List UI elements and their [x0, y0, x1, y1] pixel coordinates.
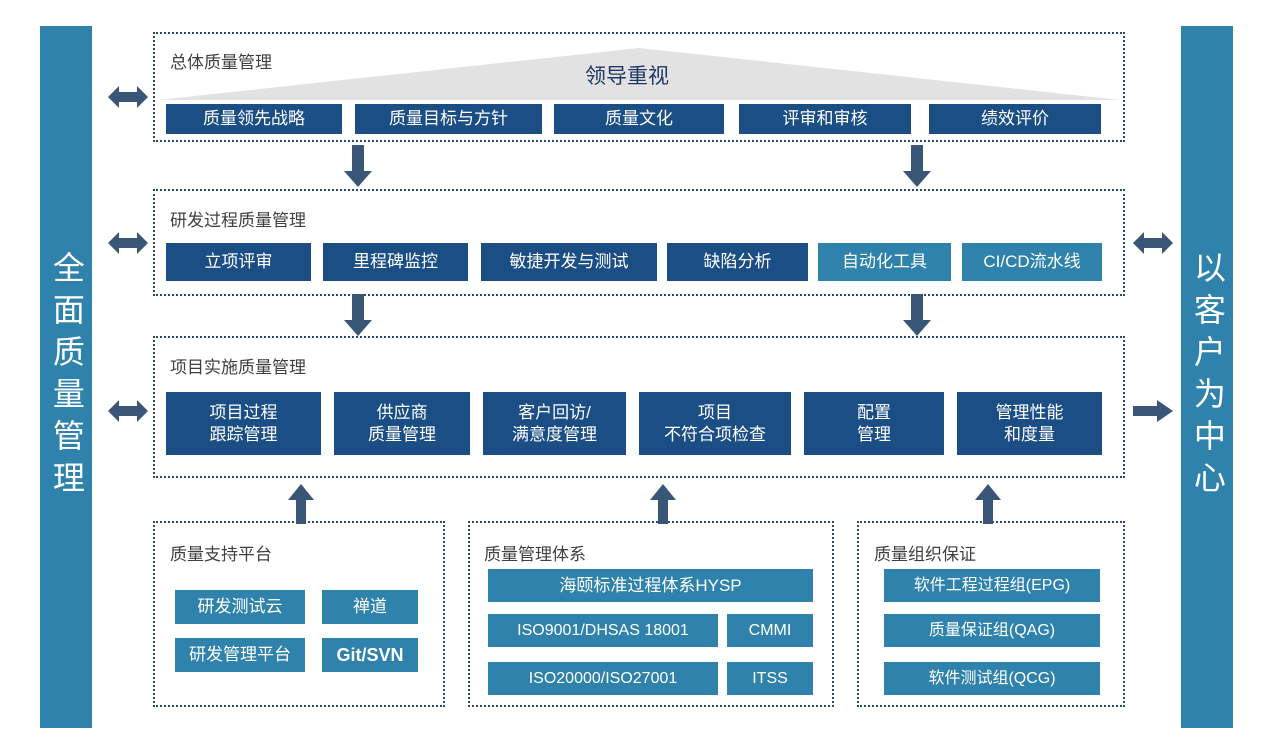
- chip-zentao[interactable]: 禅道: [322, 590, 418, 624]
- chip-label: CMMI: [748, 621, 792, 639]
- up-arrow-support-platform-icon: [288, 484, 314, 524]
- chip-git-svn[interactable]: Git/SVN: [322, 638, 418, 672]
- chip-project-process-tracking[interactable]: 项目过程 跟踪管理: [166, 392, 321, 455]
- right-double-arrow-rnd-icon: [1133, 230, 1173, 256]
- chip-hysp-standard-process[interactable]: 海颐标准过程体系HYSP: [488, 569, 813, 602]
- chip-epg-group[interactable]: 软件工程过程组(EPG): [884, 569, 1100, 602]
- chip-review-and-audit[interactable]: 评审和审核: [739, 104, 911, 134]
- chip-label: ISO20000/ISO27001: [528, 669, 678, 687]
- chip-customer-revisit-satisfaction[interactable]: 客户回访/ 满意度管理: [483, 392, 626, 455]
- left-pillar-total-quality-management: 全面质量管理: [40, 26, 92, 728]
- chip-label: Git/SVN: [336, 644, 404, 665]
- chip-label: 绩效评价: [981, 109, 1049, 129]
- chip-label: 项目过程 跟踪管理: [209, 403, 278, 444]
- chip-label: 项目 不符合项检查: [664, 403, 766, 444]
- panel-title-org-assurance: 质量组织保证: [874, 545, 976, 564]
- left-double-arrow-rnd-icon: [108, 230, 148, 256]
- chip-label: 研发管理平台: [189, 645, 291, 665]
- chip-label: 自动化工具: [842, 252, 927, 272]
- down-arrow-rnd-left-icon: [344, 294, 372, 336]
- chip-label: 立项评审: [204, 252, 273, 272]
- chip-label: 配置 管理: [857, 403, 891, 444]
- section-title-overall: 总体质量管理: [170, 53, 272, 72]
- chip-agile-dev-and-test[interactable]: 敏捷开发与测试: [481, 243, 657, 281]
- right-single-arrow-project-icon: [1133, 398, 1173, 424]
- chip-label: 客户回访/ 满意度管理: [512, 403, 597, 444]
- chip-rnd-management-platform[interactable]: 研发管理平台: [175, 638, 305, 672]
- chip-label: CI/CD流水线: [983, 252, 1081, 272]
- panel-title-support-platform: 质量支持平台: [170, 545, 272, 564]
- chip-itss[interactable]: ITSS: [727, 662, 813, 695]
- chip-label: 研发测试云: [197, 597, 283, 617]
- chip-cmmi[interactable]: CMMI: [727, 614, 813, 647]
- chip-quality-leading-strategy[interactable]: 质量领先战略: [166, 104, 342, 134]
- leadership-emphasis-banner: [158, 48, 1120, 100]
- chip-label: 软件工程过程组(EPG): [913, 576, 1071, 594]
- chip-label: 管理性能 和度量: [995, 403, 1064, 444]
- chip-supplier-quality-management[interactable]: 供应商 质量管理: [334, 392, 470, 455]
- leadership-emphasis-label: 领导重视: [585, 65, 669, 88]
- chip-label: 软件测试组(QCG): [928, 669, 1056, 687]
- chip-performance-evaluation[interactable]: 绩效评价: [929, 104, 1101, 134]
- left-double-arrow-overall-icon: [108, 84, 148, 110]
- chip-automation-tools[interactable]: 自动化工具: [818, 243, 951, 281]
- chip-cicd-pipeline[interactable]: CI/CD流水线: [962, 243, 1102, 281]
- chip-label: 缺陷分析: [703, 252, 772, 272]
- chip-quality-objectives-policy[interactable]: 质量目标与方针: [355, 104, 542, 134]
- chip-management-performance-metrics[interactable]: 管理性能 和度量: [957, 392, 1102, 455]
- chip-label: 质量文化: [605, 109, 673, 129]
- chip-label: 敏捷开发与测试: [509, 252, 629, 272]
- chip-project-initiation-review[interactable]: 立项评审: [166, 243, 311, 281]
- left-double-arrow-project-icon: [108, 398, 148, 424]
- panel-title-quality-system: 质量管理体系: [484, 545, 586, 564]
- chip-label: 禅道: [353, 597, 387, 617]
- chip-iso9001-dhsas18001[interactable]: ISO9001/DHSAS 18001: [488, 614, 718, 647]
- section-title-rnd: 研发过程质量管理: [170, 211, 306, 230]
- left-pillar-label: 全面质量管理: [48, 251, 85, 503]
- chip-milestone-monitoring[interactable]: 里程碑监控: [323, 243, 468, 281]
- chip-configuration-management[interactable]: 配置 管理: [804, 392, 944, 455]
- chip-label: 质量保证组(QAG): [928, 621, 1056, 639]
- up-arrow-org-assurance-icon: [975, 484, 1001, 524]
- chip-label: 海颐标准过程体系HYSP: [559, 575, 742, 595]
- right-pillar-customer-centric: 以客户为中心: [1181, 26, 1233, 728]
- chip-label: ITSS: [752, 669, 788, 687]
- chip-defect-analysis[interactable]: 缺陷分析: [667, 243, 808, 281]
- chip-label: 评审和审核: [782, 109, 868, 129]
- chip-label: 质量领先战略: [203, 109, 305, 129]
- section-title-project: 项目实施质量管理: [170, 358, 306, 377]
- chip-label: 里程碑监控: [353, 252, 438, 272]
- chip-project-nonconformity-check[interactable]: 项目 不符合项检查: [639, 392, 791, 455]
- down-arrow-rnd-right-icon: [903, 294, 931, 336]
- chip-iso20000-iso27001[interactable]: ISO20000/ISO27001: [488, 662, 718, 695]
- up-arrow-quality-system-icon: [650, 484, 676, 524]
- chip-label: 质量目标与方针: [389, 109, 508, 129]
- chip-label: 供应商 质量管理: [368, 403, 436, 444]
- chip-rnd-test-cloud[interactable]: 研发测试云: [175, 590, 305, 624]
- chip-qag-group[interactable]: 质量保证组(QAG): [884, 614, 1100, 647]
- down-arrow-overall-right-icon: [903, 145, 931, 187]
- down-arrow-overall-left-icon: [344, 145, 372, 187]
- right-pillar-label: 以客户为中心: [1189, 251, 1226, 503]
- chip-qcg-group[interactable]: 软件测试组(QCG): [884, 662, 1100, 695]
- chip-label: ISO9001/DHSAS 18001: [517, 621, 689, 639]
- chip-quality-culture[interactable]: 质量文化: [554, 104, 724, 134]
